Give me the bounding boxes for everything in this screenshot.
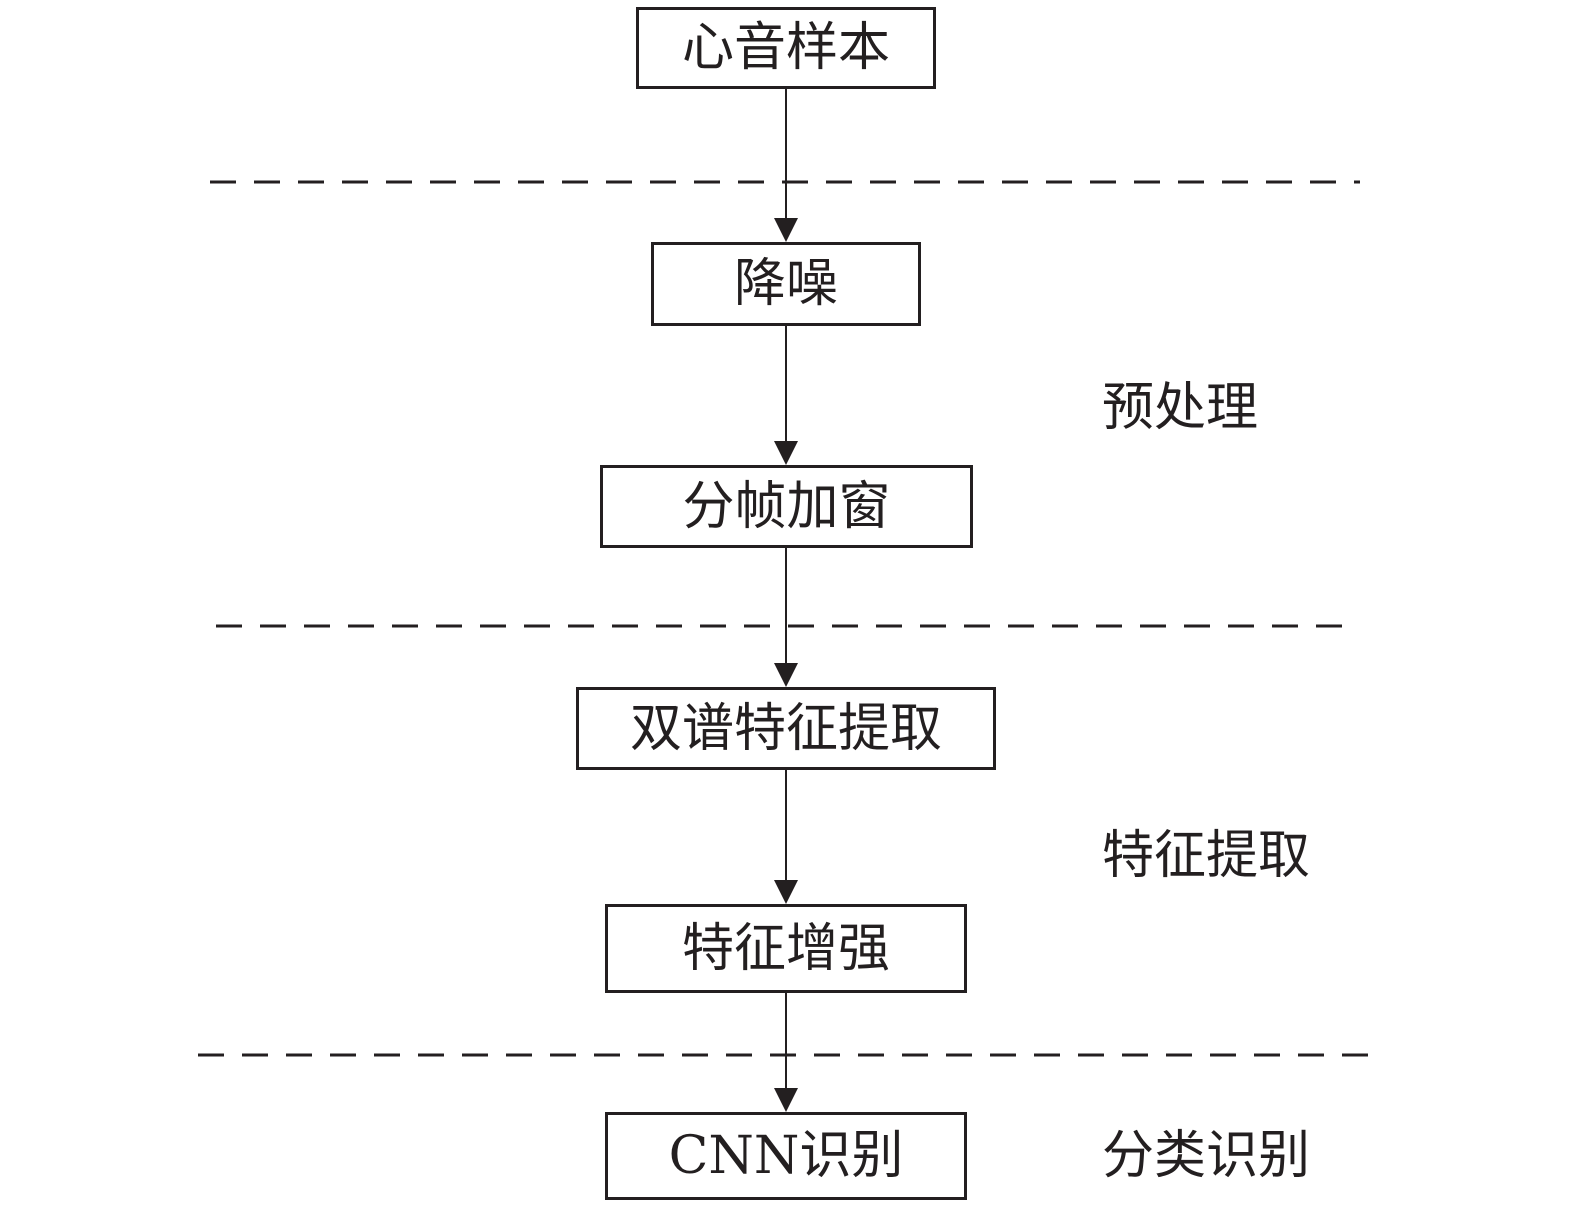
stage-label-feature-extraction: 特征提取 — [1102, 826, 1311, 886]
step-cnn-recognition-label: CNN识别 — [668, 1126, 904, 1186]
step-cnn-recognition: CNN识别 — [605, 1112, 967, 1200]
step-framing-windowing: 分帧加窗 — [600, 465, 973, 548]
stage-label-preprocessing: 预处理 — [1102, 378, 1259, 438]
stage-label-classification: 分类识别 — [1102, 1126, 1311, 1186]
step-heart-sound-sample: 心音样本 — [636, 7, 936, 89]
step-feature-enhancement-label: 特征增强 — [681, 918, 890, 979]
step-framing-windowing-label: 分帧加窗 — [682, 476, 891, 537]
step-feature-enhancement: 特征增强 — [605, 904, 967, 993]
step-denoise-label: 降噪 — [733, 254, 838, 314]
step-denoise: 降噪 — [651, 242, 921, 326]
step-bispectrum-feature-extraction-label: 双谱特征提取 — [629, 698, 942, 759]
step-heart-sound-sample-label: 心音样本 — [681, 18, 890, 78]
step-bispectrum-feature-extraction: 双谱特征提取 — [576, 687, 996, 770]
